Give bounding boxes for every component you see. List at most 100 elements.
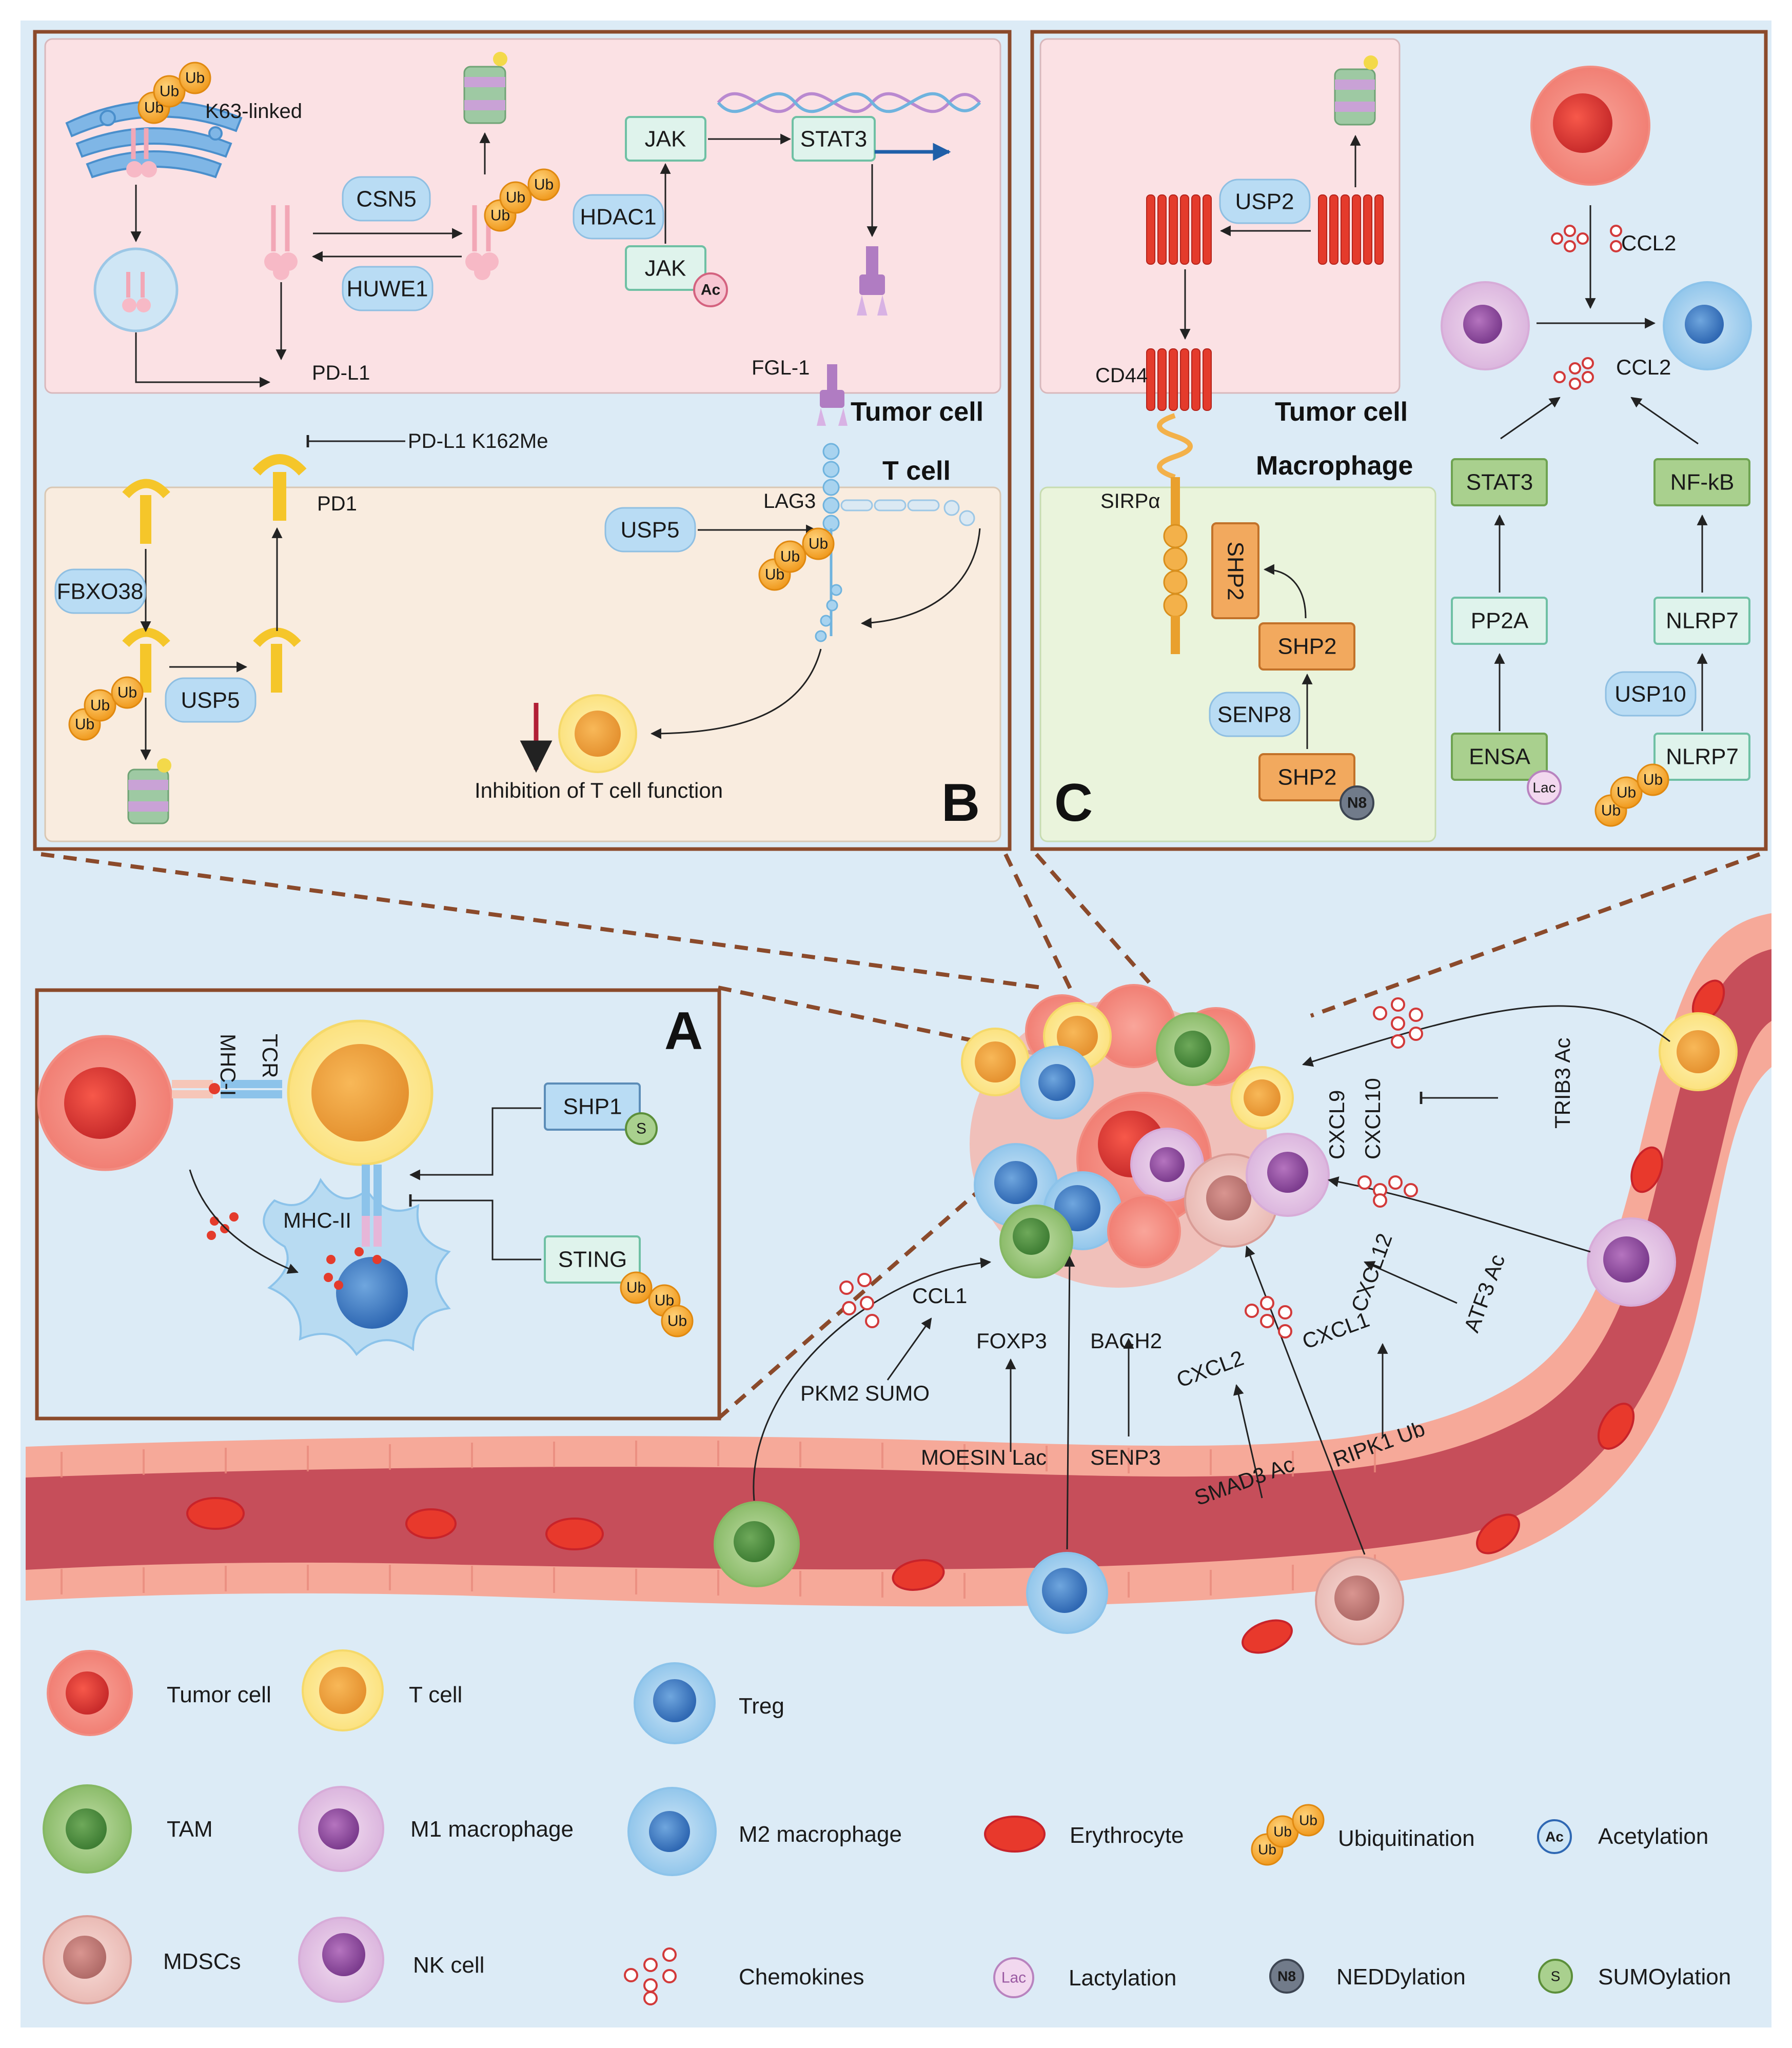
nfkb-label: NF-kB (1670, 470, 1735, 495)
jak-label: JAK (645, 127, 686, 152)
nlrp7-ub-label: NLRP7 (1666, 744, 1739, 770)
legend-tcell-label: T cell (409, 1682, 462, 1707)
cd44-receptor-left (1146, 194, 1212, 265)
fgl1-label: FGL-1 (752, 357, 810, 379)
antigen-dots (207, 1212, 382, 1290)
ub-label: Ub (534, 176, 554, 193)
senp8-label: SENP8 (1217, 702, 1291, 727)
legend-mdscs-label: MDSCs (163, 1949, 241, 1974)
legend-neddylation-icon (1269, 1959, 1304, 1994)
legend-acetylation-label: Acetylation (1598, 1824, 1708, 1849)
cd44-label: CD44 (1095, 364, 1148, 387)
pkm2-label: PKM2 SUMO (800, 1381, 930, 1405)
hdac1-box (573, 194, 664, 240)
legend-chemokines-label: Chemokines (739, 1964, 864, 1990)
panel-c-letter: C (1054, 773, 1093, 833)
legend-m2-label: M2 macrophage (739, 1822, 902, 1847)
usp5-top-label: USP5 (621, 518, 680, 543)
t-cell-nucleus (575, 711, 621, 757)
legend-lactylation-label: Lactylation (1069, 1965, 1176, 1991)
jak-ac-box (625, 245, 706, 291)
blood-vessel (26, 913, 1771, 1654)
sirpa-intracellular (1163, 524, 1188, 618)
cd44-receptor-right (1318, 194, 1384, 265)
ccl2-top-label: CCL2 (1621, 231, 1676, 255)
sirpa-label: SIRPα (1100, 490, 1160, 513)
legend-tumor-label: Tumor cell (167, 1682, 271, 1707)
lac-label: Lac (1001, 1970, 1026, 1986)
sting-box (544, 1235, 641, 1284)
pd1-label: PD1 (317, 493, 357, 515)
n8-modification-badge (1340, 785, 1374, 820)
macrophage-region (1039, 486, 1436, 842)
ub-label: Ub (780, 548, 800, 565)
ub-label: Ub (1273, 1824, 1292, 1840)
shp1-box (544, 1082, 641, 1131)
s-label: S (636, 1120, 646, 1137)
nlrp7-box (1653, 597, 1750, 645)
ub-label: Ub (75, 716, 94, 733)
usp10-label: USP10 (1614, 682, 1686, 707)
ac-label: Ac (701, 282, 720, 299)
legend-lactylation-icon (993, 1957, 1034, 1998)
stat3-box (792, 116, 876, 162)
macrophage-label: Macrophage (1256, 451, 1413, 481)
usp2-box (1219, 179, 1311, 224)
legend-chemokines-icon (624, 1947, 677, 2005)
panel-a-letter: A (664, 1001, 703, 1061)
senp3-label: SENP3 (1090, 1445, 1161, 1469)
ubiquitin-cluster-golgi: Ub Ub Ub (137, 62, 211, 124)
nlrp7-ub-box (1653, 733, 1750, 781)
ac-modification-badge (693, 272, 728, 307)
csn5-label: CSN5 (356, 187, 416, 212)
ccl2-mid-label: CCL2 (1616, 355, 1671, 379)
shp2-box (1258, 622, 1355, 671)
t-cell-label: T cell (882, 456, 951, 486)
mhc1-label: MHC-I (216, 1034, 240, 1096)
stat3-label: STAT3 (1466, 470, 1533, 495)
panel-b-letter: B (941, 773, 980, 833)
legend-tam-label: TAM (167, 1817, 213, 1842)
ub-label: Ub (506, 189, 525, 206)
usp5-bottom-label: USP5 (181, 688, 240, 713)
tcr-label: TCR (258, 1034, 282, 1078)
legend-m1-label: M1 macrophage (410, 1817, 574, 1842)
pp2a-box (1451, 597, 1548, 645)
ubiquitin-cluster-lag3: Ub Ub Ub (758, 527, 835, 591)
ac-label: Ac (1545, 1829, 1564, 1845)
shp2-neddylated-box (1258, 753, 1355, 801)
panel-b: Ub Ub Ub K63-linked Ub Ub Ub (33, 30, 1012, 851)
shp1-label: SHP1 (563, 1094, 622, 1119)
nfkb-box (1653, 458, 1750, 506)
mhc2-complex (362, 1165, 382, 1247)
ub-label: Ub (1258, 1842, 1276, 1858)
usp10-box (1605, 671, 1697, 717)
ub-label: Ub (667, 1313, 687, 1330)
shp2-bound-box (1211, 522, 1259, 619)
sting-label: STING (558, 1247, 627, 1272)
trib3-label: TRIB3 Ac (1550, 1038, 1574, 1129)
ub-label: Ub (90, 697, 110, 714)
ub-label: Ub (765, 566, 784, 583)
legend-ubiquitin-icon: Ub Ub Ub (1251, 1804, 1325, 1866)
tumor-cell-region (1039, 38, 1401, 394)
n8-label: N8 (1347, 795, 1367, 812)
sirpa-extracellular (1157, 413, 1193, 480)
endosome (93, 247, 179, 332)
mhc2-label: MHC-II (283, 1208, 351, 1232)
fgl1-icon (817, 364, 848, 426)
ensa-label: ENSA (1469, 744, 1530, 770)
ub-label: Ub (1601, 802, 1621, 819)
n8-label: N8 (1277, 1968, 1296, 1984)
ubiquitin-cluster-nlrp7: Ub Ub Ub (1594, 763, 1669, 827)
huwe1-label: HUWE1 (347, 277, 428, 302)
usp5-bottom-box (165, 677, 257, 723)
senp8-box (1209, 692, 1301, 737)
ub-label: Ub (1299, 1813, 1317, 1828)
ub-label: Ub (160, 83, 179, 100)
ub-label: Ub (117, 684, 137, 701)
chemokine-dots (1551, 225, 1622, 390)
pdl1-k162me-label: PD-L1 K162Me (408, 430, 548, 452)
proteasome-icon (463, 52, 507, 124)
